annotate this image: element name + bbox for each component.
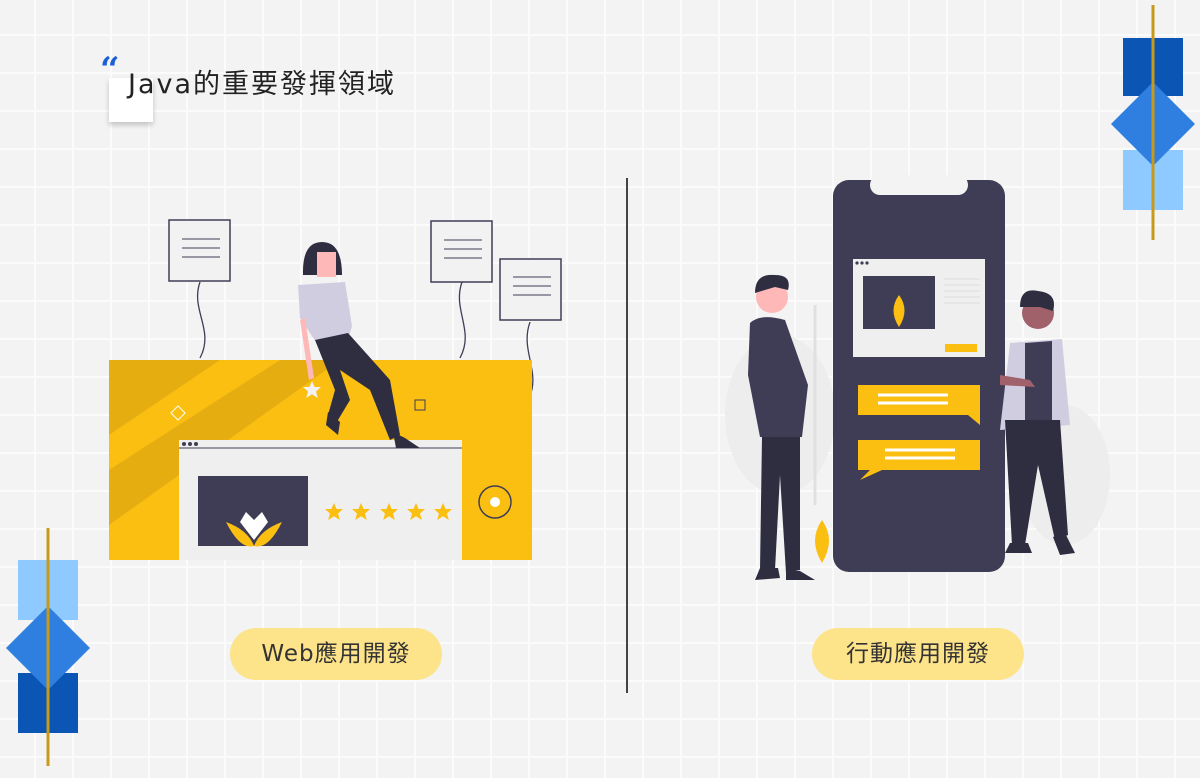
diamond-decoration-top-right: [1111, 5, 1195, 240]
note-card-icon: [168, 219, 231, 282]
quote-box-decoration: [109, 78, 153, 122]
web-development-illustration: [109, 219, 562, 560]
rating-stars: [325, 503, 452, 520]
mobile-development-illustration: [725, 175, 1110, 580]
mobile-development-label: 行動應用開發: [812, 628, 1024, 680]
page-title: Java的重要發揮領域: [128, 69, 397, 100]
section-divider: [626, 178, 628, 693]
web-development-label: Web應用開發: [230, 628, 442, 680]
diamond-decoration-bottom-left: [6, 528, 90, 766]
quote-icon: “: [100, 50, 120, 90]
